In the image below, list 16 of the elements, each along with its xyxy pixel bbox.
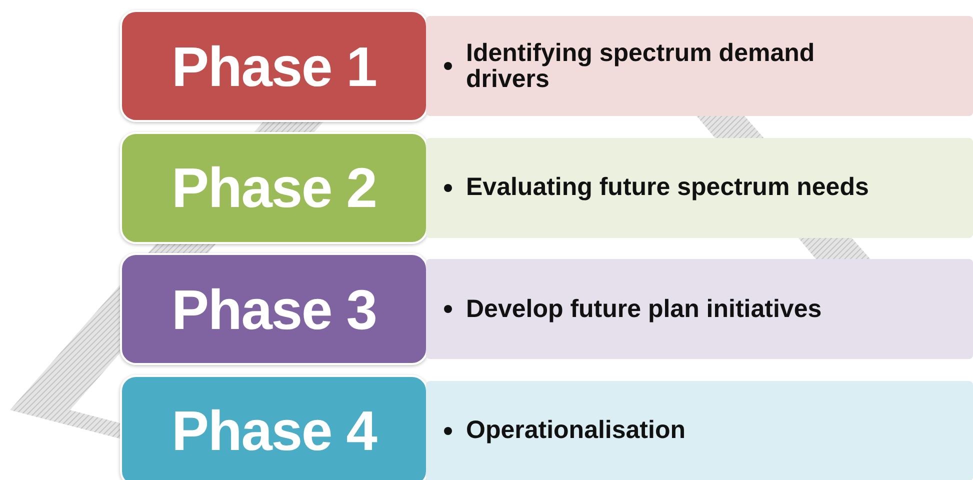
- phase-box: [120, 10, 428, 122]
- phase-title: Phase 4: [172, 398, 376, 463]
- phase-title: Phase 2: [172, 155, 376, 220]
- phase-title: Phase 1: [172, 34, 376, 98]
- phase-box: [120, 374, 428, 480]
- description-panel: [426, 16, 973, 116]
- description-text: Evaluating future spectrum needs: [466, 174, 869, 201]
- phase-box: [120, 253, 428, 365]
- phase-title: Phase 3: [172, 276, 376, 342]
- description-text: Operationalisation: [466, 417, 686, 444]
- description-text: Identifying spectrum demand drivers: [466, 40, 816, 92]
- phase-box: [120, 132, 428, 244]
- description-text: Develop future plan initiatives: [466, 296, 822, 322]
- description-panel: [426, 259, 973, 359]
- description-panel: [426, 138, 973, 238]
- description-panel: [426, 380, 973, 480]
